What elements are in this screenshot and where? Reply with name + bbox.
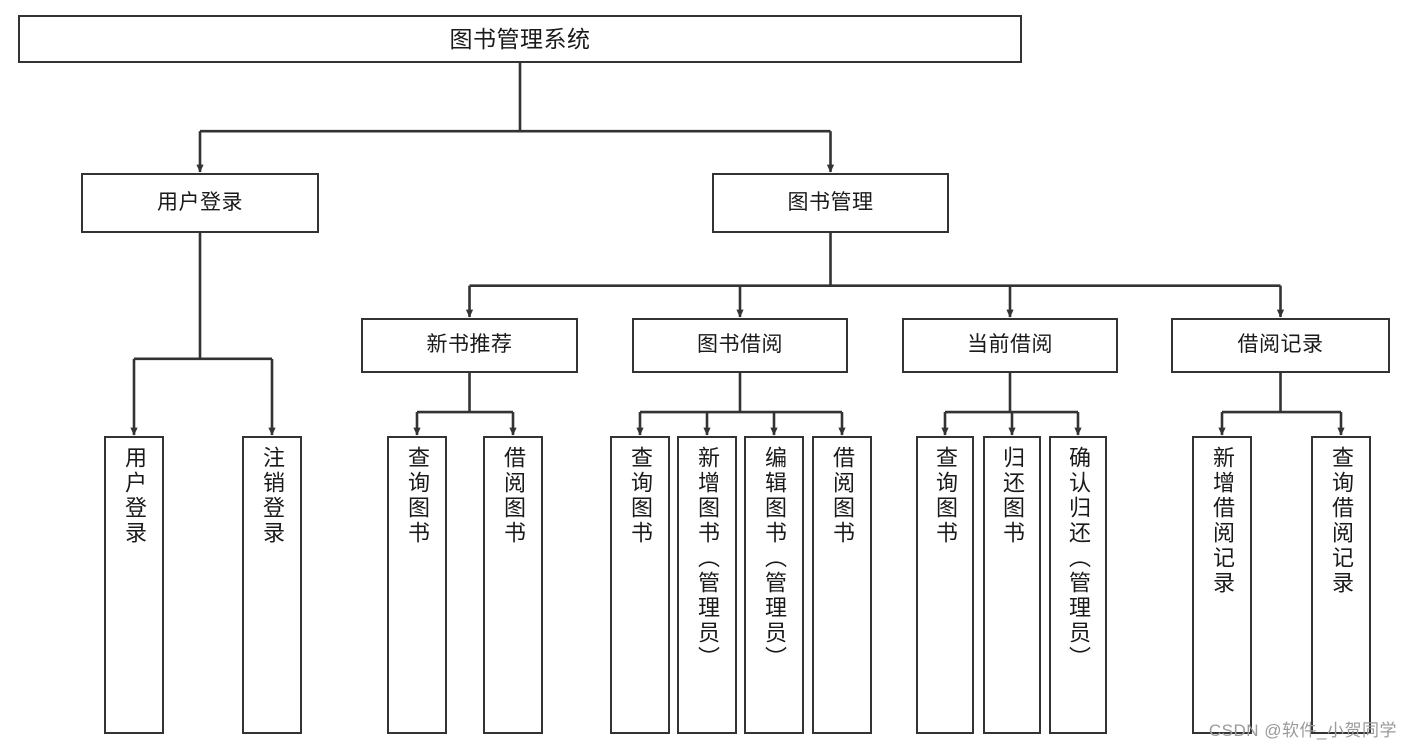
node-l_login[interactable]: 用户登录 xyxy=(104,436,164,734)
node-label: 查询图书 xyxy=(628,446,653,546)
node-b_query[interactable]: 查询图书 xyxy=(610,436,670,734)
node-b_lend[interactable]: 借阅图书 xyxy=(812,436,872,734)
node-label: 新增借阅记录 xyxy=(1210,446,1235,596)
node-label: 新增图书（管理员） xyxy=(695,446,720,671)
node-borrow[interactable]: 图书借阅 xyxy=(632,318,848,373)
node-label: 图书借阅 xyxy=(697,333,783,357)
node-r_add[interactable]: 新增借阅记录 xyxy=(1192,436,1252,734)
node-label: 用户登录 xyxy=(122,446,147,546)
node-label: 借阅记录 xyxy=(1237,333,1324,357)
node-label: 借阅图书 xyxy=(830,446,855,546)
node-login[interactable]: 用户登录 xyxy=(81,173,319,233)
node-b_edit[interactable]: 编辑图书（管理员） xyxy=(744,436,804,734)
node-n_borrow[interactable]: 借阅图书 xyxy=(483,436,543,734)
node-label: 新书推荐 xyxy=(426,333,513,357)
node-r_query[interactable]: 查询借阅记录 xyxy=(1311,436,1371,734)
node-label: 查询借阅记录 xyxy=(1329,446,1354,596)
node-records[interactable]: 借阅记录 xyxy=(1171,318,1390,373)
node-b_add[interactable]: 新增图书（管理员） xyxy=(677,436,737,734)
node-l_logout[interactable]: 注销登录 xyxy=(242,436,302,734)
node-label: 用户登录 xyxy=(157,190,243,214)
node-c_confirm[interactable]: 确认归还（管理员） xyxy=(1049,436,1107,734)
node-label: 查询图书 xyxy=(933,446,958,546)
node-label: 确认归还（管理员） xyxy=(1066,446,1091,671)
node-newbook[interactable]: 新书推荐 xyxy=(361,318,578,373)
node-label: 编辑图书（管理员） xyxy=(762,446,787,671)
node-current[interactable]: 当前借阅 xyxy=(902,318,1118,373)
node-label: 图书管理系统 xyxy=(449,25,591,52)
node-label: 借阅图书 xyxy=(501,446,526,546)
node-root[interactable]: 图书管理系统 xyxy=(18,15,1022,63)
node-label: 归还图书 xyxy=(1000,446,1025,546)
node-bookmgmt[interactable]: 图书管理 xyxy=(712,173,949,233)
node-label: 当前借阅 xyxy=(967,333,1053,357)
watermark-text: CSDN @软件_小贺同学 xyxy=(1208,721,1397,740)
node-n_query[interactable]: 查询图书 xyxy=(387,436,447,734)
node-label: 注销登录 xyxy=(260,446,285,546)
node-c_query[interactable]: 查询图书 xyxy=(916,436,974,734)
node-label: 图书管理 xyxy=(787,190,874,214)
node-c_return[interactable]: 归还图书 xyxy=(983,436,1041,734)
node-label: 查询图书 xyxy=(405,446,430,546)
